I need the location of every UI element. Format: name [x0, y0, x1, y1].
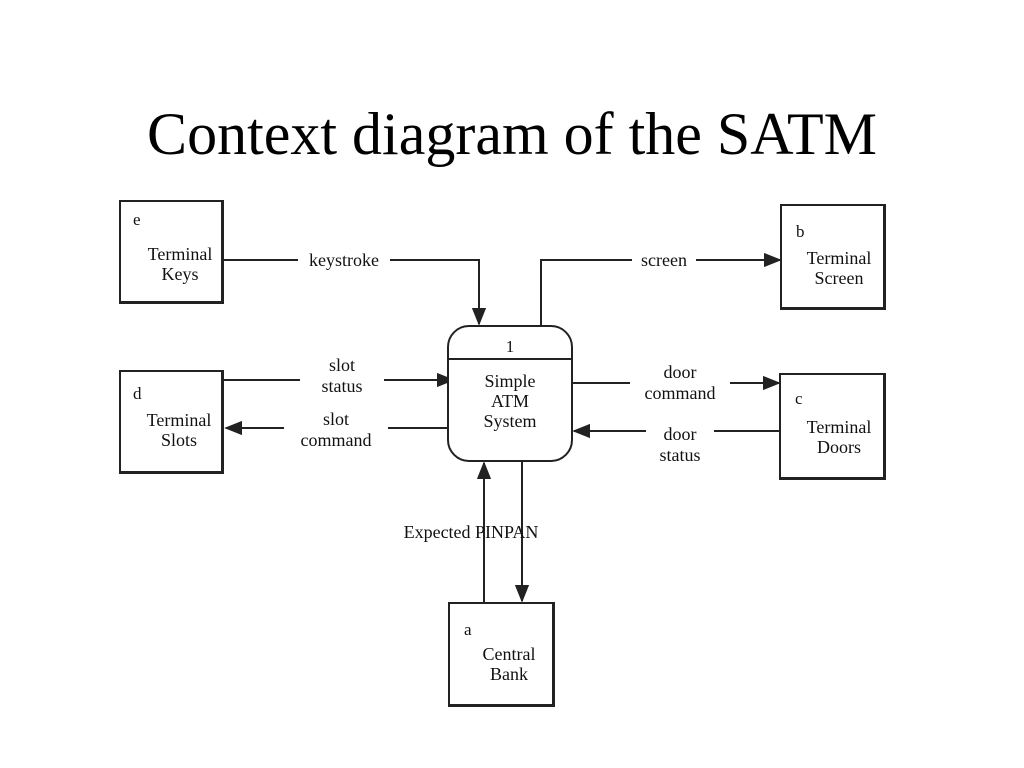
flow-label-keystroke: keystroke: [298, 250, 390, 271]
flow-label-screen: screen: [632, 250, 696, 271]
entity-central-bank: a Central Bank: [448, 602, 555, 707]
process-number: 1: [505, 337, 515, 356]
entity-label: Terminal Slots: [146, 410, 212, 450]
page-title: Context diagram of the SATM: [147, 101, 877, 167]
process-simple-atm-system: 1 Simple ATM System: [447, 325, 573, 462]
flow-label-slot-status: slot status: [300, 355, 384, 397]
entity-id: c: [795, 389, 803, 408]
entity-label: Terminal Keys: [147, 244, 213, 284]
process-label: Simple ATM System: [483, 371, 537, 431]
entity-label: Terminal Doors: [806, 417, 872, 457]
entity-terminal-keys: e Terminal Keys: [119, 200, 224, 304]
flow-label-door-status: door status: [646, 424, 714, 466]
screen-arrow: [540, 252, 782, 325]
entity-id: d: [133, 384, 142, 403]
flow-label-door-command: door command: [630, 362, 730, 404]
entity-terminal-doors: c Terminal Doors: [779, 373, 886, 480]
entity-label: Terminal Screen: [806, 248, 872, 288]
flow-label-slot-command: slot command: [284, 409, 388, 451]
process-divider: [449, 358, 571, 360]
entity-terminal-slots: d Terminal Slots: [119, 370, 224, 474]
entity-label: Central Bank: [482, 644, 536, 684]
flow-label-expected-pinpan: Expected PINPAN: [403, 522, 539, 542]
entity-id: a: [464, 620, 472, 639]
entity-terminal-screen: b Terminal Screen: [780, 204, 886, 310]
entity-id: b: [796, 222, 805, 241]
entity-id: e: [133, 210, 141, 229]
